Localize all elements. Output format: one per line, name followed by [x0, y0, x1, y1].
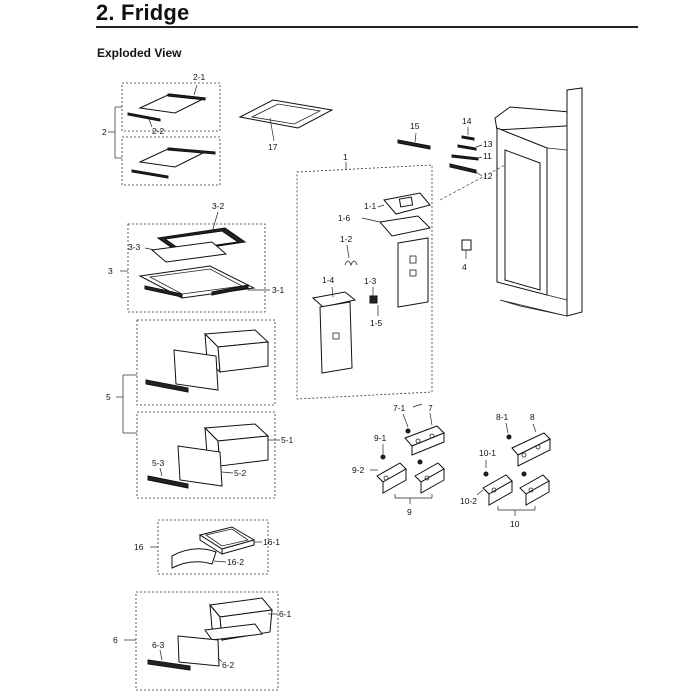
label-6-3: 6-3 — [152, 640, 165, 650]
part-8-1 — [506, 434, 512, 440]
label-3-1: 3-1 — [272, 285, 285, 295]
shelf-trim-front-top — [127, 112, 161, 122]
label-7: 7 — [428, 403, 433, 413]
part-5-2 — [177, 445, 223, 487]
part-6-2 — [177, 635, 220, 667]
shelf-group-2: 2-1 2 2-2 — [102, 72, 221, 186]
shelf-17-frame — [238, 99, 334, 129]
group-1: 1 1-1 1-6 1-2 1-3 1-5 1-4 — [296, 152, 433, 400]
shelf-17: 17 — [238, 99, 334, 152]
label-3-3: 3-3 — [128, 242, 141, 252]
label-1-2: 1-2 — [340, 234, 353, 244]
label-9-1: 9-1 — [374, 433, 387, 443]
shelf-trim-rear-top — [167, 93, 206, 101]
crisper-top-trim — [145, 379, 189, 393]
label-5-2: 5-2 — [234, 468, 247, 478]
small-parts-top: 15 14 13 11 12 — [397, 116, 493, 181]
cabinet-compartment — [504, 149, 541, 291]
label-3-2: 3-2 — [212, 201, 225, 211]
crisper-top-body — [217, 341, 269, 373]
label-9-2: 9-2 — [352, 465, 365, 475]
page-title: 2. Fridge — [96, 0, 190, 25]
group-3: 3 3-2 3-3 3-1 — [108, 201, 285, 313]
group-16: 16 16-1 16-2 — [134, 519, 280, 575]
label-12: 12 — [483, 171, 493, 181]
label-16: 16 — [134, 542, 144, 552]
part-1-3 — [369, 295, 378, 304]
label-4: 4 — [462, 262, 467, 272]
part-1-4 — [319, 301, 353, 374]
label-6-1: 6-1 — [279, 609, 292, 619]
label-17: 17 — [268, 142, 278, 152]
part-1-6 — [379, 215, 432, 237]
label-1: 1 — [343, 152, 348, 162]
label-5-3: 5-3 — [152, 458, 165, 468]
label-8-1: 8-1 — [496, 412, 509, 422]
group-7-9: 7-1 7 9-1 9-2 9 — [352, 403, 445, 517]
part-14 — [461, 135, 475, 141]
group-8-10: 8-1 8 10-1 10-2 10 — [460, 412, 551, 529]
label-1-6: 1-6 — [338, 213, 351, 223]
part-3-3 — [150, 241, 228, 263]
section-subtitle: Exploded View — [97, 46, 182, 60]
label-10-1: 10-1 — [479, 448, 496, 458]
cabinet-door-edge — [566, 87, 583, 317]
part-16-2 — [171, 548, 217, 569]
part-7-1 — [405, 428, 411, 434]
label-15: 15 — [410, 121, 420, 131]
title-underline — [96, 26, 638, 28]
part-4-group: 4 — [461, 239, 472, 272]
part-10-1 — [483, 471, 489, 477]
label-10-2: 10-2 — [460, 496, 477, 506]
part-1-4-top — [311, 291, 357, 308]
part-5-3 — [147, 475, 189, 489]
label-6-2: 6-2 — [222, 660, 235, 670]
shelf-trim-rear-bottom — [167, 147, 216, 155]
label-6: 6 — [113, 635, 118, 645]
panel-cover — [397, 237, 429, 308]
part-5-1 — [217, 435, 269, 467]
label-2-2: 2-2 — [152, 126, 165, 136]
label-1-5: 1-5 — [370, 318, 383, 328]
label-14: 14 — [462, 116, 472, 126]
label-10: 10 — [510, 519, 520, 529]
shelf-trim-front-bottom — [131, 169, 169, 179]
label-1-3: 1-3 — [364, 276, 377, 286]
label-1-1: 1-1 — [364, 201, 377, 211]
label-2-1: 2-1 — [193, 72, 206, 82]
group-5-box-top — [136, 319, 276, 406]
label-2: 2 — [102, 127, 107, 137]
part-13 — [457, 144, 477, 151]
group-5-box-bottom — [136, 411, 276, 499]
label-9: 9 — [407, 507, 412, 517]
label-5-1: 5-1 — [281, 435, 294, 445]
label-7-1: 7-1 — [393, 403, 406, 413]
group-3-box — [127, 223, 266, 313]
shelf-2-box-bottom — [121, 136, 221, 186]
part-4 — [461, 239, 472, 251]
label-16-1: 16-1 — [263, 537, 280, 547]
part-1-2 — [344, 260, 358, 267]
fridge-cabinet — [439, 87, 583, 317]
label-16-2: 16-2 — [227, 557, 244, 567]
group-1-box — [296, 164, 433, 400]
part-11 — [451, 154, 479, 161]
label-13: 13 — [483, 139, 493, 149]
label-1-4: 1-4 — [322, 275, 335, 285]
part-15 — [397, 139, 431, 150]
label-8: 8 — [530, 412, 535, 422]
label-11: 11 — [483, 151, 492, 161]
label-5: 5 — [106, 392, 111, 402]
crisper-top-cover — [173, 349, 219, 391]
label-3: 3 — [108, 266, 113, 276]
group-5: 5 5-1 5-3 5-2 — [106, 319, 294, 499]
part-12 — [449, 163, 477, 174]
part-6-3 — [147, 659, 191, 671]
part-9-1 — [380, 454, 386, 460]
group-6: 6 6-1 6-3 6-2 — [113, 591, 292, 691]
